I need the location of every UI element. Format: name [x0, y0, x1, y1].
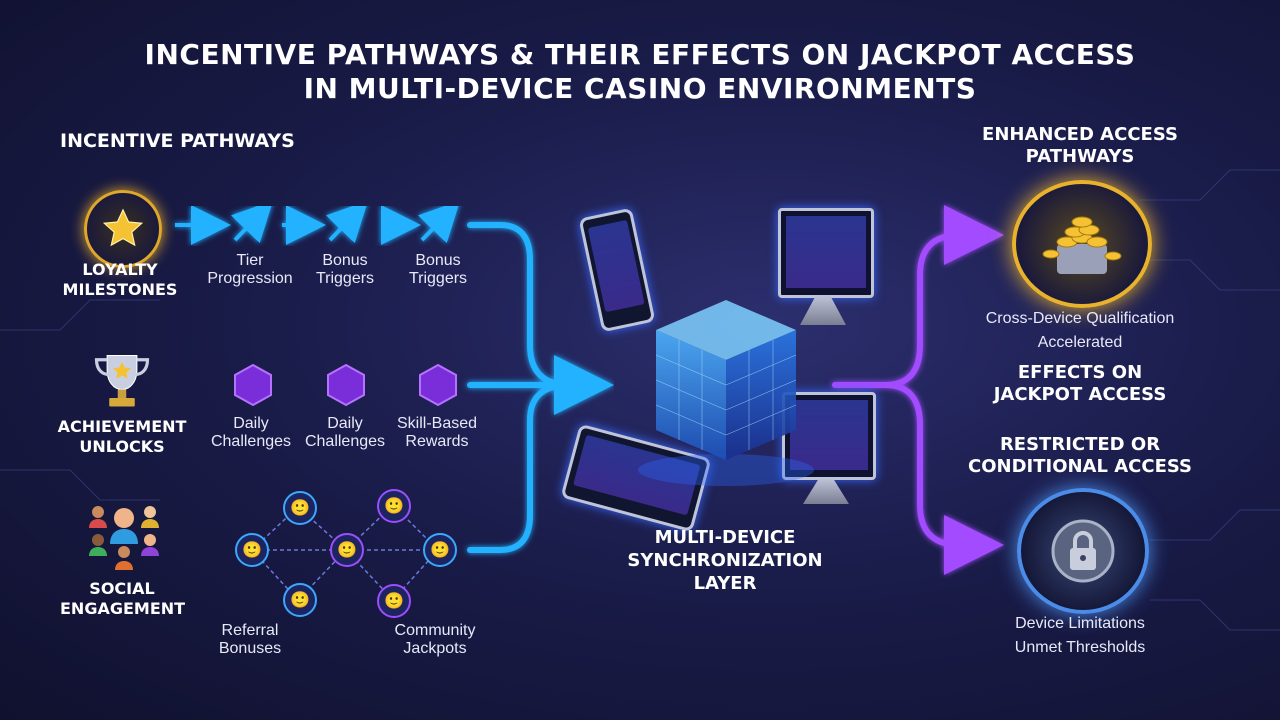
- main-title-line1: INCENTIVE PATHWAYS & THEIR EFFECTS ON JA…: [144, 38, 1136, 71]
- restricted-desc-2: Unmet Thresholds: [1014, 639, 1146, 656]
- loyalty-label-line2: MILESTONES: [62, 280, 178, 299]
- social-label-line1: SOCIAL: [89, 579, 155, 598]
- avatar: 🙂: [377, 489, 411, 523]
- avatar: 🙂: [423, 533, 457, 567]
- restricted-heading-line2: CONDITIONAL ACCESS: [968, 456, 1192, 477]
- achievement-step-1-line1: Daily: [233, 415, 269, 432]
- loyalty-step-1-line1: Tier: [236, 252, 264, 269]
- effects-heading-line1: EFFECTS ON: [1017, 362, 1143, 383]
- achievement-label-line1: ACHIEVEMENT: [57, 417, 187, 436]
- trophy-icon: [86, 345, 158, 417]
- connector-loyalty: [467, 222, 573, 388]
- avatar: 🙂: [235, 533, 269, 567]
- data-cube-icon: [638, 300, 814, 486]
- loyalty-step-2-line1: Bonus: [322, 252, 368, 269]
- enhanced-heading-line1: ENHANCED ACCESS: [982, 124, 1178, 145]
- avatar: 🙂: [377, 584, 411, 618]
- connector-enhanced: [832, 205, 1004, 388]
- hexagon-icon: [234, 363, 272, 407]
- social-step-1-line1: Referral: [221, 622, 279, 639]
- restricted-desc-1: Device Limitations: [1015, 615, 1145, 632]
- loyalty-step-1-line2: Progression: [207, 270, 293, 287]
- enhanced-desc-1: Cross-Device Qualification: [985, 310, 1175, 327]
- coins-icon: [1012, 180, 1152, 308]
- achievement-step-3-line1: Skill-Based: [396, 415, 478, 432]
- social-label-line2: ENGAGEMENT: [60, 599, 186, 618]
- enhanced-desc-2: Accelerated: [1037, 334, 1123, 351]
- hexagon-icon: [327, 363, 365, 407]
- social-step-2-line1: Community: [394, 622, 476, 639]
- achievement-step-2-line2: Challenges: [304, 433, 386, 450]
- avatar: 🙂: [283, 583, 317, 617]
- star-medal-icon: [84, 190, 162, 268]
- monitor-icon: [782, 392, 876, 480]
- main-title-line2: IN MULTI-DEVICE CASINO ENVIRONMENTS: [303, 72, 977, 105]
- connector-social: [467, 382, 573, 553]
- hexagon-icon: [419, 363, 457, 407]
- connector-restricted: [832, 382, 1004, 575]
- sync-layer-line1: MULTI-DEVICE: [654, 527, 796, 548]
- loyalty-step-3-line2: Triggers: [408, 270, 468, 287]
- restricted-heading-line1: RESTRICTED OR: [999, 434, 1161, 455]
- vault-lock-icon: [1017, 488, 1149, 614]
- avatar: 🙂: [283, 491, 317, 525]
- incentive-pathways-heading: INCENTIVE PATHWAYS: [60, 130, 295, 152]
- social-step-2-line2: Jackpots: [403, 640, 467, 657]
- loyalty-step-3-line1: Bonus: [415, 252, 461, 269]
- social-step-1-line2: Bonuses: [218, 640, 282, 657]
- achievement-step-3-line2: Rewards: [405, 433, 469, 450]
- enhanced-heading-line2: PATHWAYS: [1025, 146, 1135, 167]
- people-group-icon: [84, 498, 164, 573]
- achievement-step-2-line1: Daily: [327, 415, 363, 432]
- sync-layer-line3: LAYER: [693, 573, 757, 594]
- sync-layer-line2: SYNCHRONIZATION: [627, 550, 823, 571]
- loyalty-label-line1: LOYALTY: [82, 260, 158, 279]
- loyalty-step-2-line2: Triggers: [315, 270, 375, 287]
- effects-heading-line2: JACKPOT ACCESS: [993, 384, 1167, 405]
- monitor-icon: [778, 208, 874, 298]
- achievement-step-1-line2: Challenges: [210, 433, 292, 450]
- avatar: 🙂: [330, 533, 364, 567]
- achievement-label-line2: UNLOCKS: [79, 437, 165, 456]
